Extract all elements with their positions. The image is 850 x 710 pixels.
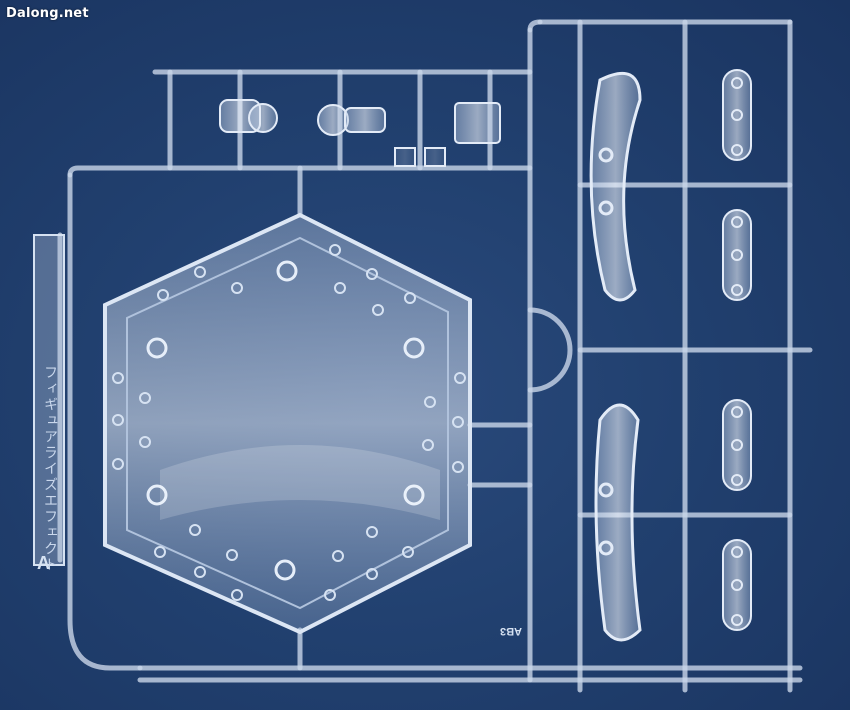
tag-bar	[33, 234, 65, 566]
link-parts	[722, 69, 752, 631]
watermark: Dalong.net	[6, 6, 89, 21]
tag-text: フィギュアライズエフェクト	[42, 365, 58, 573]
top-parts	[219, 99, 501, 167]
curved-parts	[589, 71, 642, 642]
hex-base	[103, 212, 472, 635]
runner-label: A	[37, 553, 50, 573]
part-code: AB3	[500, 625, 523, 637]
